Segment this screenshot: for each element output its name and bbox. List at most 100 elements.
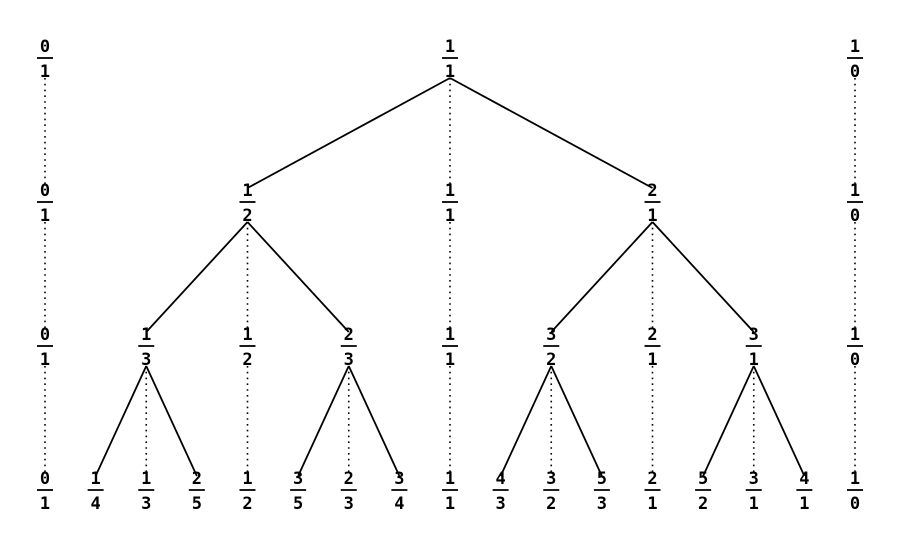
denominator: 1 [647, 206, 657, 226]
numerator: 1 [850, 37, 860, 57]
fraction-node: 01 [37, 181, 53, 226]
denominator: 1 [445, 494, 455, 514]
numerator: 2 [647, 181, 657, 201]
fraction-node: 31 [745, 325, 762, 370]
numerator: 1 [242, 469, 252, 489]
tree-edges [44, 77, 856, 477]
denominator: 1 [40, 494, 50, 514]
numerator: 1 [91, 469, 101, 489]
fraction-node: 32 [543, 325, 560, 370]
numerator: 1 [242, 181, 252, 201]
numerator: 3 [546, 469, 556, 489]
tree-edge [297, 365, 350, 477]
fraction-node: 53 [593, 469, 610, 514]
fraction-node: 21 [644, 469, 661, 514]
numerator: 2 [192, 469, 202, 489]
numerator: 5 [597, 469, 607, 489]
fraction-node: 23 [340, 469, 357, 514]
numerator: 1 [850, 469, 860, 489]
denominator: 0 [850, 206, 860, 226]
fraction-node: 11 [442, 181, 458, 226]
tree-edge [145, 221, 249, 333]
numerator: 3 [293, 469, 303, 489]
denominator: 1 [445, 62, 455, 82]
fraction-node: 12 [239, 181, 256, 226]
fraction-node: 12 [239, 469, 256, 514]
denominator: 1 [647, 494, 657, 514]
denominator: 2 [698, 494, 708, 514]
denominator: 2 [242, 494, 252, 514]
fraction-node: 23 [340, 325, 357, 370]
numerator: 3 [749, 325, 759, 345]
numerator: 4 [496, 469, 506, 489]
fraction-node: 35 [290, 469, 307, 514]
denominator: 3 [141, 494, 151, 514]
fraction-node: 21 [644, 325, 661, 370]
tree-edge [94, 365, 148, 477]
denominator: 1 [445, 206, 455, 226]
denominator: 1 [799, 494, 809, 514]
fraction-node: 10 [847, 37, 863, 82]
fraction-node: 13 [138, 469, 155, 514]
numerator: 2 [647, 469, 657, 489]
fraction-node: 11 [442, 469, 458, 514]
denominator: 3 [344, 494, 354, 514]
tree-edge [550, 365, 603, 477]
denominator: 1 [749, 350, 759, 370]
fraction-node: 10 [847, 325, 863, 370]
tree-edge [449, 77, 653, 189]
tree-edge [752, 365, 806, 477]
denominator: 0 [850, 494, 860, 514]
denominator: 2 [546, 350, 556, 370]
fraction-node: 52 [695, 469, 712, 514]
denominator: 1 [445, 350, 455, 370]
tree-edge [145, 365, 198, 477]
numerator: 1 [242, 325, 252, 345]
denominator: 1 [647, 350, 657, 370]
numerator: 3 [749, 469, 759, 489]
numerator: 2 [647, 325, 657, 345]
fraction-node: 11 [442, 325, 458, 370]
numerator: 0 [40, 37, 50, 57]
tree-edge [550, 221, 654, 333]
numerator: 1 [141, 325, 151, 345]
fraction-node: 01 [37, 325, 53, 370]
fraction-node: 11 [442, 37, 458, 82]
fraction-node: 43 [492, 469, 509, 514]
numerator: 1 [141, 469, 151, 489]
tree-edge [702, 365, 755, 477]
numerator: 1 [445, 469, 455, 489]
fraction-node: 31 [745, 469, 762, 514]
fraction-node: 13 [138, 325, 155, 370]
numerator: 5 [698, 469, 708, 489]
denominator: 2 [546, 494, 556, 514]
numerator: 3 [394, 469, 404, 489]
denominator: 5 [293, 494, 303, 514]
numerator: 1 [445, 181, 455, 201]
fraction-node: 25 [188, 469, 205, 514]
numerator: 0 [40, 469, 50, 489]
tree-edge [246, 221, 350, 333]
denominator: 3 [496, 494, 506, 514]
fraction-node: 21 [644, 181, 661, 226]
tree-nodes: 0111100112112110011312231132213110011413… [37, 37, 863, 514]
denominator: 2 [242, 206, 252, 226]
denominator: 0 [850, 350, 860, 370]
fraction-node: 34 [391, 469, 408, 514]
numerator: 0 [40, 325, 50, 345]
numerator: 2 [344, 325, 354, 345]
denominator: 3 [597, 494, 607, 514]
tree-edge [499, 365, 553, 477]
fraction-node: 32 [543, 469, 560, 514]
numerator: 1 [850, 325, 860, 345]
denominator: 1 [40, 206, 50, 226]
tree-edge [347, 365, 401, 477]
denominator: 4 [91, 494, 101, 514]
fraction-node: 14 [87, 469, 104, 514]
denominator: 1 [749, 494, 759, 514]
numerator: 2 [344, 469, 354, 489]
denominator: 3 [344, 350, 354, 370]
fraction-node: 41 [796, 469, 813, 514]
fraction-node: 12 [239, 325, 256, 370]
